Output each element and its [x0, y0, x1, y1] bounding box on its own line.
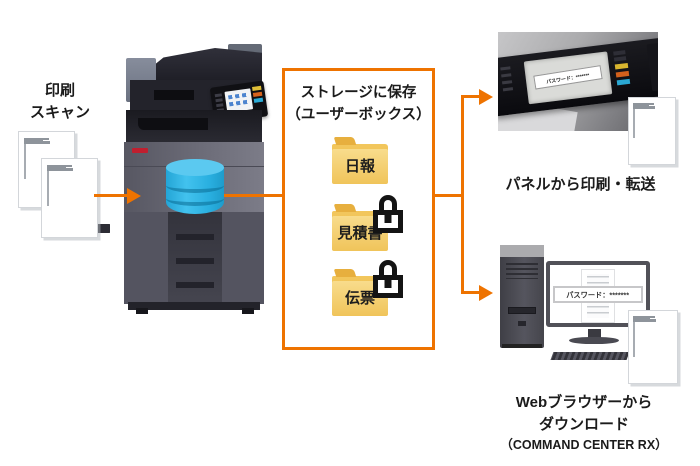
printer-foot: [136, 308, 148, 314]
web-caption-line2: ダウンロード: [538, 415, 629, 433]
brand-logo: [132, 148, 148, 153]
folder-tab: [333, 269, 357, 277]
folder-tab: [333, 137, 357, 145]
arrow-right-icon: [479, 285, 493, 301]
lock-icon: [371, 195, 405, 237]
panel-screen: パスワード：*******: [523, 51, 613, 105]
scan-label: スキャン: [29, 103, 90, 121]
cyan-button: [616, 78, 631, 86]
web-caption-line1: Webブラウザーから: [515, 394, 653, 411]
folder-label: 見積書: [337, 225, 383, 242]
flow-arm-bottom: [461, 291, 480, 294]
folder-label: 日報: [344, 158, 375, 175]
folder-item: 伝票: [332, 260, 403, 316]
print-label: 印刷: [44, 82, 75, 99]
yellow-button: [614, 62, 629, 70]
storage-title-line1: ストレージに保存: [300, 85, 417, 101]
password-display: パスワード：*******: [533, 65, 603, 90]
web-route-caption: Webブラウザーから ダウンロード （COMMAND CENTER RX）: [486, 392, 682, 454]
storage-box: ストレージに保存 （ユーザーボックス） 日報 見積書 伝票: [282, 68, 435, 350]
folder-tab: [333, 204, 357, 212]
storage-title-line2: （ユーザーボックス）: [286, 106, 431, 123]
printer-base: [128, 302, 260, 310]
storage-box-title: ストレージに保存 （ユーザーボックス）: [285, 83, 432, 127]
monitor-stand: [588, 329, 601, 338]
paper-exit-slot: [154, 90, 194, 100]
document-icon: [41, 158, 98, 238]
pc-tower: [500, 245, 544, 348]
output-tray: [138, 118, 208, 130]
yellow-button: [252, 85, 262, 91]
lock-icon: [371, 260, 405, 302]
cyan-button: [253, 97, 264, 103]
database-icon: [166, 159, 224, 221]
orange-button: [252, 91, 263, 97]
keyboard-icon: [547, 350, 633, 362]
flow-line-box-out: [435, 194, 464, 197]
folder-label: 伝票: [344, 290, 375, 307]
flow-arm-top: [461, 95, 480, 98]
printer-foot: [242, 308, 254, 314]
monitor-base: [569, 337, 619, 344]
web-caption-line3: （COMMAND CENTER RX）: [500, 437, 668, 452]
arrow-right-icon: [127, 188, 141, 204]
document-feeder: [150, 48, 262, 82]
document-icon: [628, 310, 678, 384]
flow-branch-line: [461, 95, 464, 294]
folder-item: 見積書: [332, 195, 403, 251]
folder-item: 日報: [332, 137, 388, 184]
arrow-right-icon: [479, 89, 493, 105]
orange-button: [615, 70, 630, 78]
flow-arrow-in: [94, 194, 128, 197]
document-icon: [628, 97, 676, 165]
panel-route-caption: パネルから印刷・転送: [505, 176, 656, 193]
print-scan-label: 印刷 スキャン: [16, 80, 104, 124]
flow-line-printer-to-box: [221, 194, 284, 197]
password-field: パスワード：*******: [553, 286, 643, 303]
